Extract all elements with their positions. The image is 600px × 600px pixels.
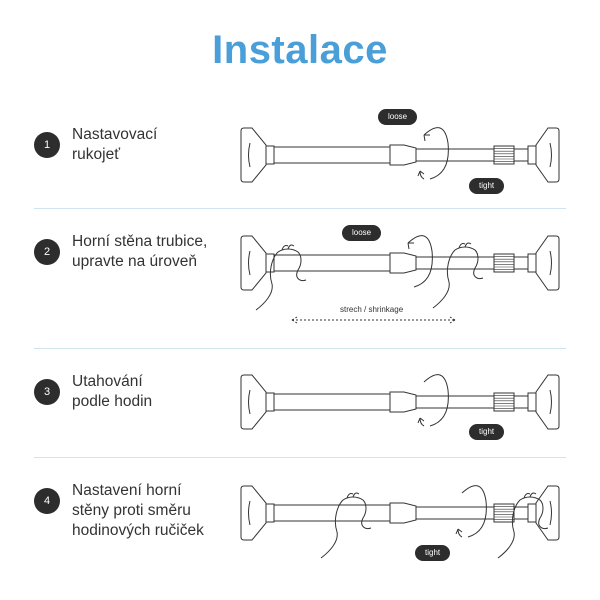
step-number-badge: 4 — [34, 488, 60, 514]
end-cap-right-collar — [527, 145, 537, 165]
step-text-line: Nastavovací — [72, 126, 158, 143]
end-cap-right-collar — [527, 392, 537, 412]
hand-icon — [523, 492, 537, 499]
step-text: Horní stěna trubice, upravte na úroveň — [72, 232, 207, 272]
step-number-badge: 3 — [34, 379, 60, 405]
step-text: Nastavovací rukojeť — [72, 125, 157, 165]
end-cap-right-collar — [527, 503, 537, 523]
hand-icon — [432, 246, 484, 309]
end-cap-left — [248, 389, 251, 415]
tube — [273, 504, 391, 522]
divider — [34, 208, 566, 209]
end-cap-right-collar — [527, 253, 537, 273]
arrowhead-icon — [417, 170, 425, 180]
inner-tube — [415, 256, 495, 270]
stretch-shrinkage-label: strech / shrinkage — [340, 305, 404, 314]
end-cap-left — [240, 485, 267, 541]
tight-label: tight — [415, 545, 451, 561]
arrowhead-icon — [417, 417, 425, 427]
end-cap-left — [248, 250, 251, 276]
inner-tube — [415, 395, 495, 409]
end-cap-right — [549, 500, 552, 526]
divider — [34, 457, 566, 458]
end-cap-left — [240, 127, 267, 183]
arrowhead-icon — [455, 528, 463, 538]
step-text-line: Horní stěna trubice, — [72, 233, 208, 250]
hand-icon — [281, 244, 295, 251]
page-title: Instalace — [212, 28, 388, 72]
end-cap-left-collar — [265, 503, 275, 523]
step-text-line: Nastavení horní — [72, 482, 182, 499]
step-number-badge: 1 — [34, 132, 60, 158]
adjustment-sleeve — [389, 502, 417, 524]
tight-label: tight — [469, 178, 505, 194]
divider — [34, 348, 566, 349]
step-text-line: Utahování — [72, 373, 143, 390]
step-text: Nastavení horní stěny proti směru hodino… — [72, 481, 204, 541]
inner-tube — [513, 148, 529, 162]
arrowhead-icon — [407, 242, 414, 250]
arrowhead-icon — [423, 134, 430, 142]
adjustment-sleeve — [389, 252, 417, 274]
end-cap-left — [248, 142, 251, 168]
end-cap-left-collar — [265, 253, 275, 273]
step-text-line: podle hodin — [72, 393, 153, 410]
rotation-arrow — [423, 127, 449, 180]
loose-label: loose — [342, 225, 382, 241]
inner-tube — [415, 506, 495, 520]
end-cap-right — [549, 250, 552, 276]
inner-tube — [513, 256, 529, 270]
end-cap-right — [535, 235, 560, 291]
rotation-arrow — [423, 374, 449, 427]
end-cap-right — [535, 127, 560, 183]
step-text-line: stěny proti směru — [72, 502, 191, 519]
rotation-arrow — [461, 485, 487, 538]
end-cap-right — [549, 142, 552, 168]
tube — [273, 393, 391, 411]
step-text-line: rukojeť — [72, 146, 121, 163]
end-cap-right — [549, 389, 552, 415]
end-cap-left — [240, 235, 267, 291]
end-cap-left-collar — [265, 145, 275, 165]
end-cap-right — [535, 374, 560, 430]
end-cap-left — [248, 500, 251, 526]
inner-tube — [513, 395, 529, 409]
inner-tube — [415, 148, 495, 162]
adjustment-sleeve — [389, 144, 417, 166]
step-text: Utahování podle hodin — [72, 372, 152, 412]
hand-icon — [458, 242, 472, 249]
step-number-badge: 2 — [34, 239, 60, 265]
rotation-arrow — [407, 235, 433, 288]
end-cap-right — [535, 485, 560, 541]
loose-label: loose — [378, 109, 418, 125]
tube — [273, 254, 391, 272]
end-cap-left-collar — [265, 392, 275, 412]
hand-icon — [346, 492, 360, 499]
tube — [273, 146, 391, 164]
inner-tube — [513, 506, 529, 520]
end-cap-left — [240, 374, 267, 430]
step-text-line: upravte na úroveň — [72, 253, 197, 270]
adjustment-sleeve — [389, 391, 417, 413]
stretch-arrow — [291, 316, 456, 324]
step-text-line: hodinových ručiček — [72, 522, 204, 539]
tight-label: tight — [469, 424, 505, 440]
